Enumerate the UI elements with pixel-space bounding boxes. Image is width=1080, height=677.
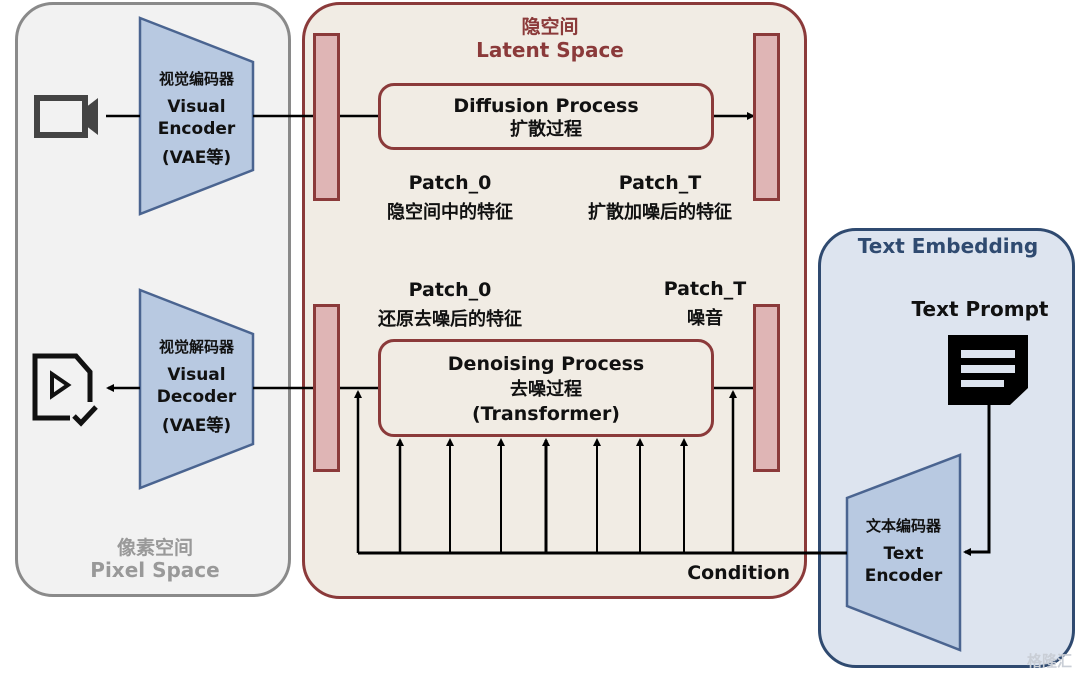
- video-camera-icon: [34, 95, 98, 138]
- text-encoder-label: 文本编码器 Text Encoder: [847, 515, 960, 587]
- diffusion-title-en: Diffusion Process: [453, 95, 639, 117]
- visual-decoder-label: 视觉解码器 Visual Decoder (VAE等): [140, 336, 253, 437]
- denoising-title-cn: 去噪过程: [510, 379, 582, 400]
- text-encoder-shape: [845, 453, 962, 652]
- visual-decoder-note: (VAE等): [161, 416, 232, 436]
- visual-encoder-shape: [138, 16, 255, 216]
- denoising-process-box: Denoising Process 去噪过程 (Transformer): [378, 339, 714, 437]
- text-encoder-cn: 文本编码器: [865, 517, 941, 535]
- document-text-icon: [948, 335, 1028, 405]
- bottom-patch0-name: Patch_0: [408, 279, 492, 301]
- bottom-patch0-desc: 还原去噪后的特征: [378, 309, 522, 330]
- text-encoder-en1: Text: [883, 544, 924, 564]
- pixel-space-title-cn: 像素空间: [116, 537, 193, 559]
- visual-encoder-en1: Visual: [167, 97, 226, 117]
- top-patchT-desc: 扩散加噪后的特征: [588, 202, 732, 223]
- patch-bar-bottom-left: [313, 304, 340, 472]
- visual-encoder-label: 视觉编码器 Visual Encoder (VAE等): [140, 68, 253, 169]
- patch-bar-top-left: [313, 33, 340, 201]
- watermark: 格隆汇: [1026, 652, 1072, 670]
- visual-decoder-en2: Decoder: [156, 387, 237, 407]
- visual-decoder-en1: Visual: [167, 365, 226, 385]
- video-file-check-icon: [32, 353, 98, 427]
- condition-label: Condition: [687, 562, 790, 584]
- patch-bar-top-right: [753, 33, 780, 201]
- denoising-title-en: Denoising Process: [447, 353, 645, 375]
- bottom-patchT-desc: 噪音: [687, 308, 723, 329]
- text-prompt-label: Text Prompt: [911, 297, 1049, 321]
- top-patch0-desc: 隐空间中的特征: [387, 202, 513, 223]
- visual-encoder-note: (VAE等): [161, 148, 232, 168]
- diffusion-title-cn: 扩散过程: [510, 119, 582, 140]
- top-patch0-name: Patch_0: [408, 172, 492, 194]
- text-encoder-en2: Encoder: [864, 566, 943, 586]
- top-patchT-name: Patch_T: [618, 172, 702, 194]
- diffusion-process-box: Diffusion Process 扩散过程: [378, 83, 714, 150]
- pixel-space-title-en: Pixel Space: [90, 558, 220, 582]
- visual-decoder-cn: 视觉解码器: [158, 338, 234, 356]
- text-embedding-title: Text Embedding: [857, 234, 1039, 258]
- denoising-note: (Transformer): [471, 403, 620, 425]
- visual-encoder-en2: Encoder: [157, 119, 236, 139]
- patch-bar-bottom-right: [753, 304, 780, 472]
- text-embedding-panel: [818, 228, 1075, 668]
- latent-space-title-en: Latent Space: [476, 38, 624, 62]
- visual-encoder-cn: 视觉编码器: [158, 70, 234, 88]
- bottom-patchT-name: Patch_T: [663, 278, 747, 300]
- latent-space-title-cn: 隐空间: [521, 16, 579, 38]
- visual-decoder-shape: [138, 288, 255, 490]
